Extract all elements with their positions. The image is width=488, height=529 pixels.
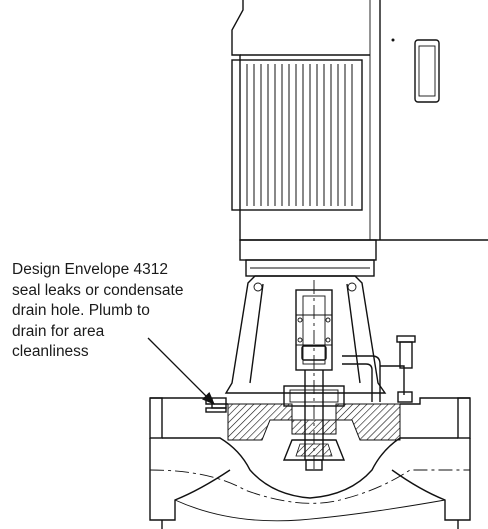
pump-volute-casing xyxy=(149,397,471,529)
pump-shaft xyxy=(304,280,324,470)
callout-line-5: cleanliness xyxy=(12,343,89,360)
drain-hole-callout: Design Envelope 4312 seal leaks or conde… xyxy=(12,260,242,363)
motor-housing xyxy=(231,0,488,241)
callout-line-1: Design Envelope 4312 xyxy=(12,261,168,278)
cooling-fins xyxy=(231,59,363,211)
callout-line-4: drain for area xyxy=(12,322,105,340)
callout-line-2: seal leaks or condensate xyxy=(12,281,184,299)
callout-line-3: drain hole. Plumb to xyxy=(12,302,150,319)
callout-leader-arrow xyxy=(147,337,215,405)
seal-flush-piping xyxy=(342,335,416,403)
mechanical-seal xyxy=(282,385,346,471)
motor-base-band xyxy=(239,239,377,277)
lantern-bracket xyxy=(224,275,387,394)
casing-cover-hatched xyxy=(227,403,401,441)
